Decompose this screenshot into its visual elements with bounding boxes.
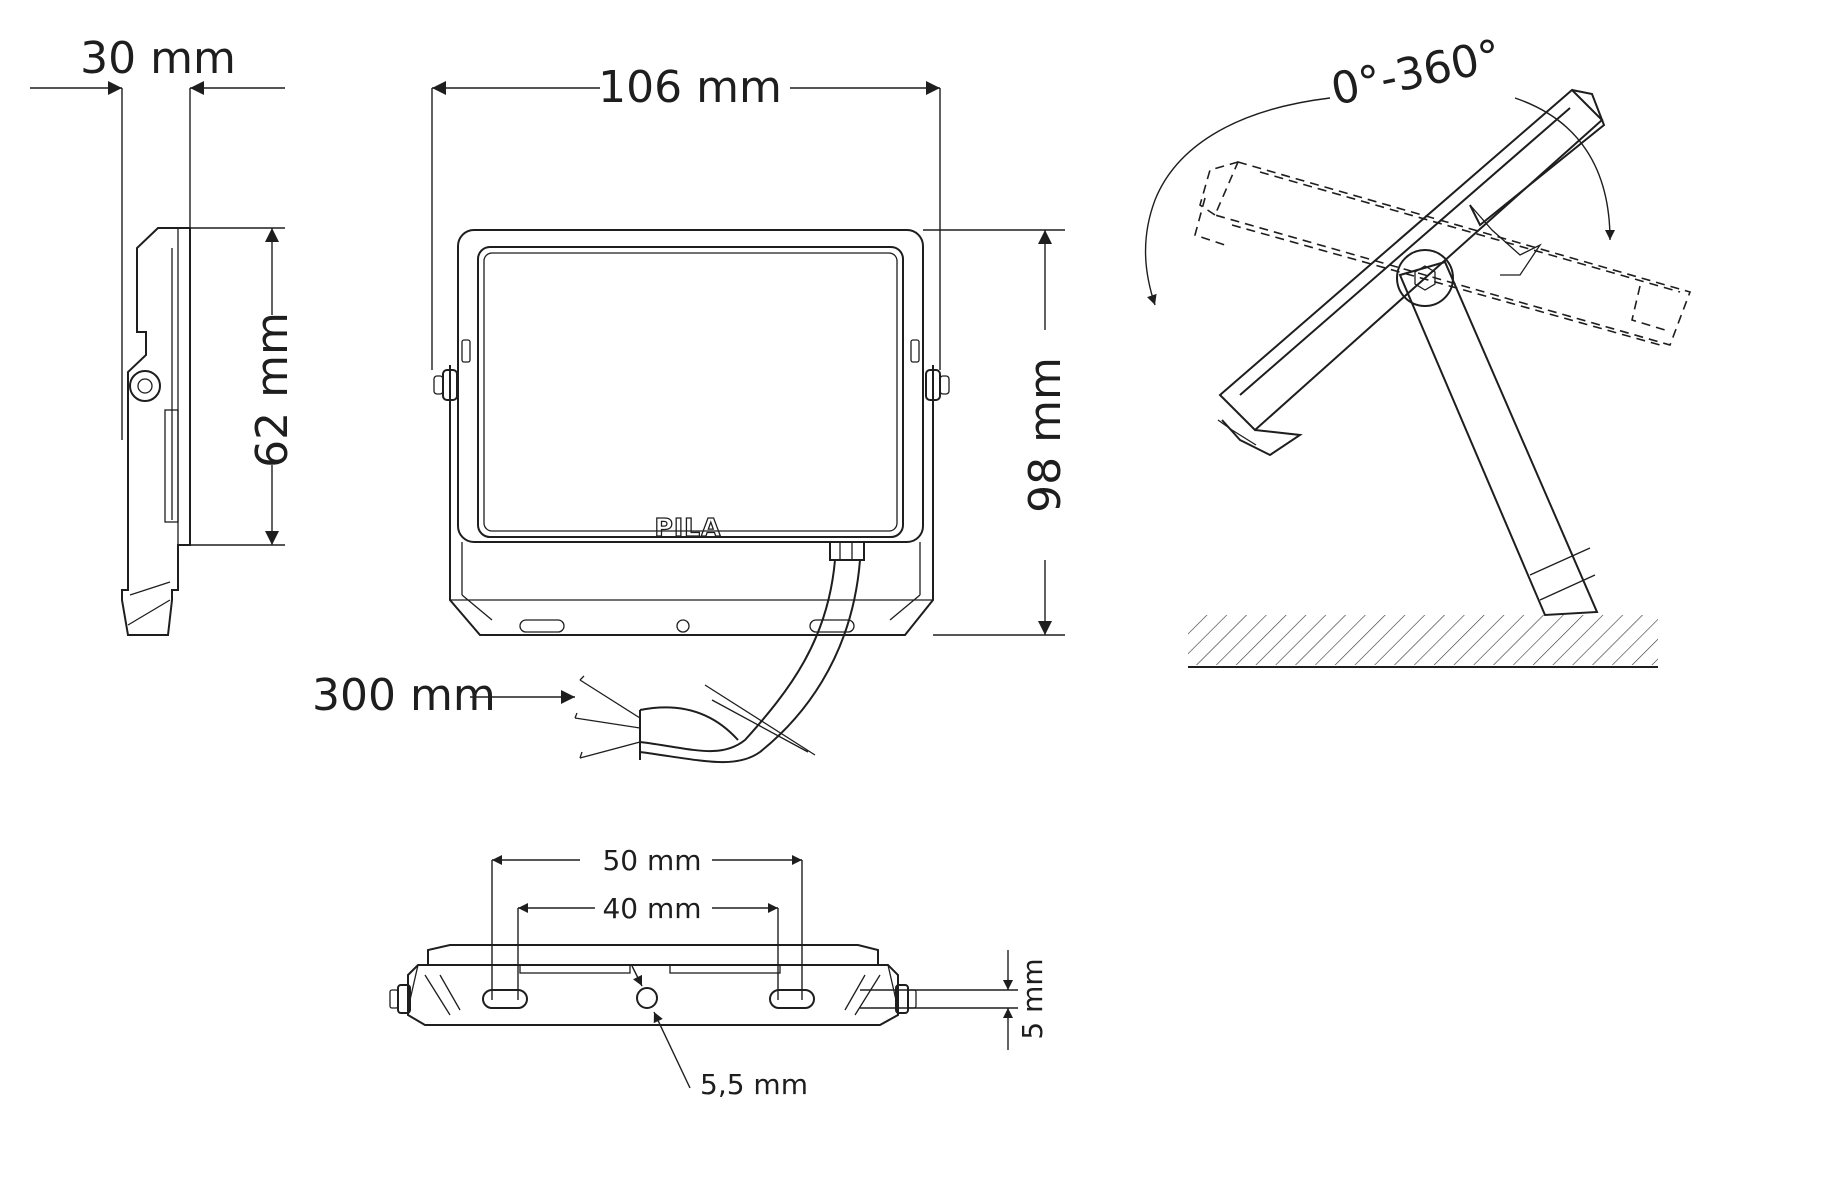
bracket-center-hole (636, 987, 658, 1009)
rotation-pivot (1396, 249, 1454, 307)
front-height-label: 98 mm (1020, 357, 1071, 513)
side-lens-edge (164, 409, 179, 523)
front-housing (457, 229, 924, 543)
bracket-hole-label: 5,5 mm (700, 1068, 808, 1101)
rotation-dashed-lamp (1194, 161, 1692, 346)
front-pivot-knob-right (939, 375, 950, 395)
bracket-knob-left-cap (389, 989, 399, 1009)
side-pivot-bolt (129, 370, 161, 402)
cable-wires (574, 679, 641, 759)
ground-hatch (1188, 615, 1658, 665)
side-height-label: 62 mm (247, 312, 298, 468)
front-mount-slot-right (809, 619, 855, 633)
front-mount-slot-left (519, 619, 565, 633)
bracket-slot-right (769, 989, 815, 1009)
front-view: 106 mm PILA (312, 62, 1071, 764)
rotation-arc-left (1144, 97, 1331, 306)
hole-leader-bottom (653, 1011, 691, 1089)
cable-break-marks (704, 684, 816, 756)
rotation-solid-lamp (1217, 88, 1606, 457)
front-lower-bevel-left (461, 594, 493, 621)
rotation-angle-label: 0°-360° (1327, 30, 1506, 116)
front-lens (483, 252, 898, 532)
rotation-view: 0°-360° (1144, 30, 1692, 668)
cable-length-label: 300 mm (312, 670, 496, 721)
rotation-support-leg (1396, 249, 1599, 617)
front-pivot-knob-left (433, 375, 444, 395)
rotation-arc-right (1514, 97, 1615, 241)
front-width-label: 106 mm (598, 62, 782, 113)
brand-logo: PILA (655, 513, 722, 542)
bracket-slot-left (482, 989, 528, 1009)
hole-leader-top (631, 965, 643, 987)
side-view: 30 mm 62 mm (30, 33, 298, 636)
cable-bend (639, 706, 739, 741)
bracket-spacing-40-label: 40 mm (602, 892, 701, 925)
front-bracket-arms (449, 365, 934, 600)
side-depth-label: 30 mm (80, 33, 236, 84)
bracket-spacing-50-label: 50 mm (602, 844, 701, 877)
front-lower-bevel-right (889, 594, 921, 621)
rotation-pivot-hex (1414, 265, 1436, 291)
bracket-body (407, 964, 899, 1026)
bracket-top-rim (427, 944, 879, 966)
side-foot-bevel (127, 581, 171, 626)
cable-gland (829, 541, 865, 561)
side-body (121, 227, 191, 636)
front-clip-right (910, 339, 920, 363)
bracket-body-edges (409, 964, 897, 1001)
bracket-view: 50 mm 40 mm 5 mm 5,5 mm (389, 844, 1049, 1101)
bracket-knob-right-cap (907, 989, 917, 1009)
bracket-bevels (424, 974, 881, 1016)
front-bezel (477, 246, 904, 538)
cable-outer-left (639, 559, 836, 753)
bracket-rib-left (519, 964, 631, 974)
cable-wire-tips (574, 675, 585, 759)
front-mount-hole (676, 619, 690, 633)
side-pivot-hole (137, 378, 153, 394)
bracket-thickness-label: 5 mm (1016, 958, 1049, 1039)
front-clip-left (461, 339, 471, 363)
bracket-rib-right (669, 964, 781, 974)
cable-outer-right (639, 559, 861, 764)
